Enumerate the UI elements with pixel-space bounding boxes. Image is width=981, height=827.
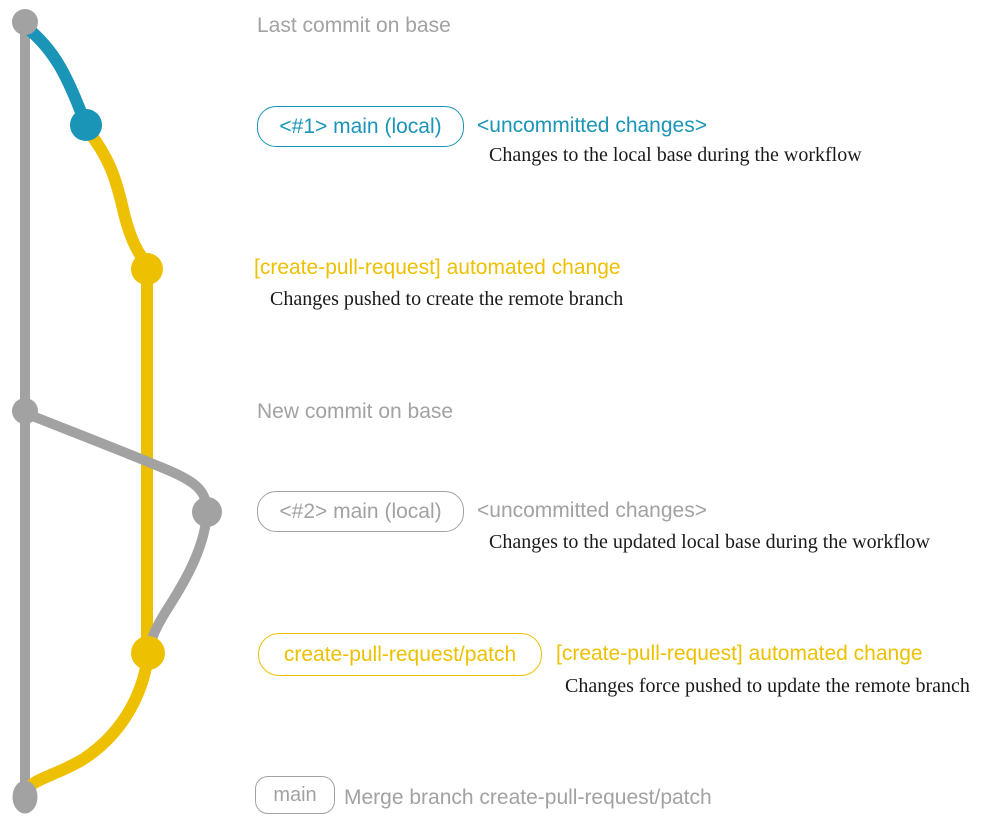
- local-main-branch-line-2: [20, 408, 213, 655]
- branch-badge-label: <#2> main (local): [279, 499, 442, 523]
- commit-node-last-base: [12, 9, 38, 35]
- label-last-commit-on-base: Last commit on base: [257, 14, 451, 37]
- branch-badge-label: main: [273, 783, 317, 806]
- branch-badge-main-local-1: <#1> main (local): [257, 106, 464, 147]
- commit-node-new-base: [12, 398, 38, 424]
- branch-badge-label: create-pull-request/patch: [283, 642, 517, 666]
- commit-node-uncommitted-2: [192, 497, 222, 527]
- commit-description-2: Changes pushed to create the remote bran…: [270, 288, 624, 310]
- branch-badge-main-local-2: <#2> main (local): [257, 491, 464, 532]
- commit-message-merge: Merge branch create-pull-request/patch: [344, 786, 712, 809]
- commit-message-uncommitted-1: <uncommitted changes>: [477, 114, 707, 137]
- commit-message-uncommitted-2: <uncommitted changes>: [477, 499, 707, 522]
- local-main-branch-line-1: [20, 21, 90, 126]
- label-new-commit-on-base: New commit on base: [257, 400, 454, 423]
- git-graph: [12, 9, 222, 814]
- branch-badge-patch: create-pull-request/patch: [258, 633, 542, 676]
- commit-description-3: Changes to the updated local base during…: [489, 531, 930, 553]
- branch-badge-main: main: [255, 776, 335, 814]
- commit-node-merge: [12, 780, 38, 814]
- commit-node-automated-2: [131, 636, 165, 670]
- commit-description-4: Changes force pushed to update the remot…: [565, 675, 970, 697]
- commit-node-uncommitted-1: [70, 109, 102, 141]
- commit-description-1: Changes to the local base during the wor…: [489, 144, 862, 166]
- patch-merge-line: [20, 650, 154, 796]
- commit-message-automated-2: [create-pull-request] automated change: [556, 642, 923, 665]
- patch-branch-line: [80, 122, 153, 659]
- commit-message-automated-1: [create-pull-request] automated change: [254, 256, 621, 279]
- commit-node-automated-1: [131, 253, 163, 285]
- branch-badge-label: <#1> main (local): [279, 114, 442, 138]
